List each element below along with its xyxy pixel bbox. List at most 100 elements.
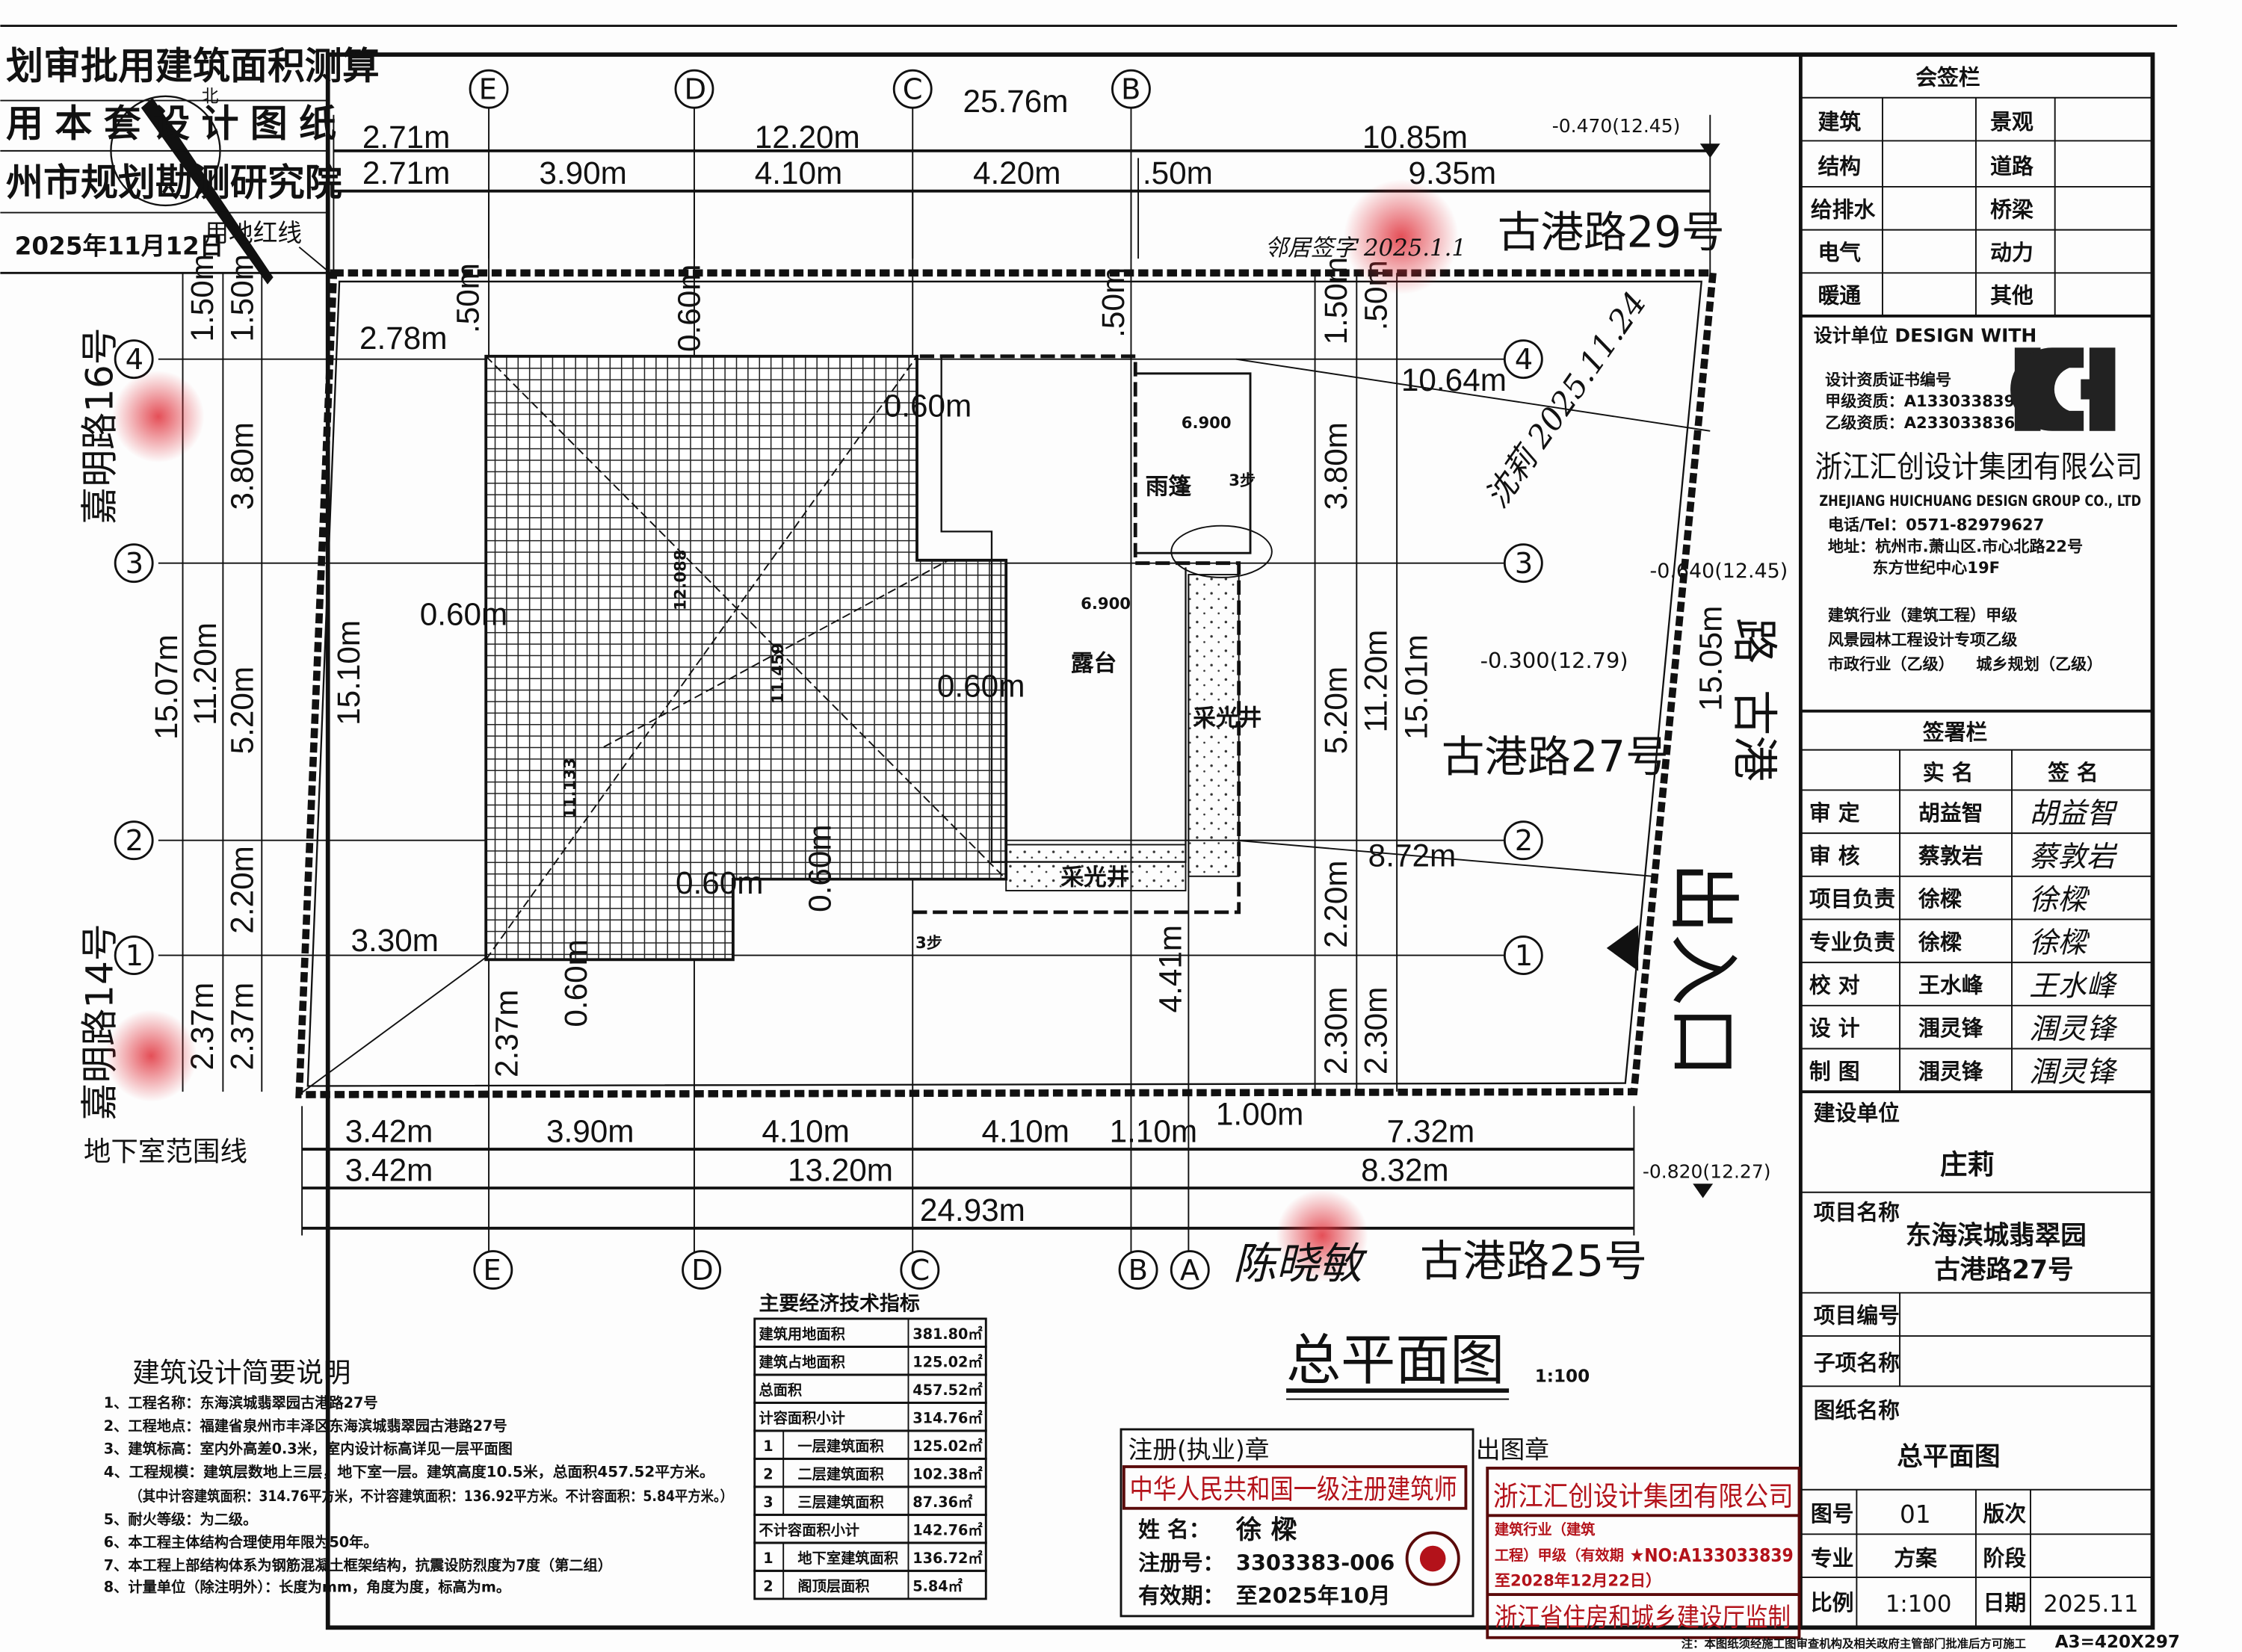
- dim-label: 8.72m: [1368, 838, 1457, 873]
- note-item: （其中计容建筑面积：314.76平方米，不计容建筑面积：136.92平方米。不计…: [129, 1488, 732, 1505]
- elevation-mark: -0.820(12.27): [1643, 1161, 1771, 1183]
- signoff-row: 项目负责徐樑徐樑: [1809, 883, 2090, 917]
- countersign-discipline: 动力: [1990, 240, 2033, 265]
- axis-label: 1: [126, 939, 143, 973]
- road-label: 古港: [1728, 690, 1782, 782]
- dim-label: .50m: [1143, 155, 1213, 191]
- road-label: 路: [1728, 618, 1782, 664]
- bottom-dimensions: [301, 1106, 1635, 1236]
- dim-label: 7.32m: [1387, 1113, 1475, 1148]
- elevation-triangle-icon: [1693, 1184, 1714, 1198]
- handwritten-signature: 徐樑: [2029, 883, 2090, 917]
- indicator-value: 136.72㎡: [912, 1550, 983, 1567]
- countersign-discipline: 结构: [1818, 154, 1861, 179]
- axis-label: E: [479, 73, 497, 107]
- countersign-discipline: 其他: [1990, 283, 2033, 309]
- axis-label: B: [1121, 73, 1140, 107]
- dim-label: 3.80m: [225, 422, 260, 510]
- dim-label: 11.20m: [1359, 630, 1394, 733]
- discipline-label: 专业: [1811, 1546, 1854, 1571]
- signoff-table: [1800, 709, 2153, 1092]
- basement-line-label: 地下室范围线: [84, 1135, 247, 1167]
- indicator-no: 1: [763, 1550, 773, 1567]
- entrance-label: 出入口: [1661, 862, 1745, 1077]
- dim-label: 2.30m: [1359, 987, 1394, 1075]
- dim-label: 2.78m: [359, 321, 448, 356]
- project-name-2: 古港路27号: [1934, 1255, 2074, 1285]
- axis-bubbles-side: 4 3 2 1 4 3 2 1: [114, 339, 1543, 975]
- company-logo-icon: [2010, 347, 2116, 431]
- date: 2025.11: [2043, 1591, 2138, 1618]
- handwritten-signature: 陈晓敏: [1233, 1238, 1368, 1289]
- stamp-text: 工程）甲级（有效期: [1495, 1547, 1624, 1564]
- countersign-discipline: 道路: [1990, 154, 2033, 179]
- dim-label: 5.20m: [1318, 666, 1353, 755]
- project-info: [1800, 1090, 2153, 1628]
- dim-label: 12.088: [670, 550, 689, 611]
- dim-label: 1.10m: [1110, 1113, 1198, 1148]
- cert-grade-a: 甲级资质：A133033839: [1825, 392, 2015, 410]
- dim-label: 1.50m: [185, 254, 220, 342]
- dim-label: 10.64m: [1401, 362, 1507, 397]
- indicator-value: 142.76㎡: [912, 1521, 983, 1538]
- dim-label: 2.37m: [225, 983, 260, 1071]
- registration-stamp: 注册(执业)章 中华人民共和国一级注册建筑师 姓 名： 徐 樑 注册号： 330…: [1120, 1428, 1474, 1618]
- dim-label: .50m: [451, 263, 486, 333]
- axis-label: D: [691, 1254, 714, 1287]
- dim-label: 0.60m: [420, 596, 508, 631]
- dim-label: 1.00m: [1216, 1096, 1304, 1131]
- dim-label: 2.71m: [362, 155, 451, 191]
- cert-title: 设计资质证书编号: [1825, 370, 1951, 389]
- axis-label: D: [685, 73, 707, 107]
- countersign-discipline: 电气: [1818, 240, 1861, 265]
- handwritten-signature: 胡益智: [2029, 797, 2118, 831]
- note-item: 4、工程规模：建筑层数地上三层，地下室一层。建筑高度10.5米，总面积457.5…: [104, 1463, 714, 1480]
- indicator-value: 87.36㎡: [912, 1494, 973, 1511]
- signoff-role: 设 计: [1809, 1015, 1860, 1041]
- countersign-table: [1800, 96, 2153, 318]
- steps-label: 3步: [1229, 471, 1256, 489]
- project-name: 东海滨城翡翠园: [1906, 1221, 2087, 1251]
- drawing-scale: 1:100: [1535, 1367, 1590, 1387]
- left-dimensions: 1.50m 1.50m 3.80m 15.07m 11.20m 5.20m 2.…: [78, 254, 366, 1121]
- issue-stamp: 出图章 浙江汇创设计集团有限公司 建筑行业（建筑 工程）甲级（有效期 ★NO:A…: [1476, 1435, 1801, 1639]
- dim-label: 15.01m: [1399, 634, 1434, 740]
- neighbor-west-bottom: 嘉明路14号: [78, 924, 121, 1120]
- countersign-discipline: 桥梁: [1990, 197, 2033, 222]
- lightwell-label: 采光井: [1193, 705, 1261, 731]
- axis-label: 2: [126, 824, 143, 858]
- axis-label: E: [483, 1254, 501, 1287]
- revision-label: 版次: [1983, 1501, 2027, 1526]
- axis-label: 4: [1515, 343, 1533, 377]
- stamp-company: 浙江汇创设计集团有限公司: [1493, 1480, 1794, 1512]
- dim-label: 4.20m: [973, 155, 1061, 191]
- indicators-title: 主要经济技术指标: [759, 1291, 920, 1315]
- dim-label: 4.10m: [982, 1113, 1070, 1148]
- dim-label: 3.90m: [546, 1113, 634, 1148]
- signoff-role: 制 图: [1809, 1059, 1860, 1084]
- note-item: 2、工程地点：福建省泉州市丰泽区东海滨城翡翠园古港路27号: [104, 1417, 507, 1435]
- signoff-name: 涠灵锋: [1918, 1015, 1984, 1041]
- entrance-arrow-icon: [1606, 925, 1639, 971]
- dim-label: 3.90m: [539, 155, 627, 191]
- project-label: 项目名称: [1814, 1199, 1900, 1225]
- lightwell-label: 采光井: [1060, 864, 1129, 891]
- neighbor-north: 古港路29号: [1498, 207, 1725, 258]
- date-label: 日期: [1983, 1590, 2027, 1615]
- signoff-row: 专业负责徐樑徐樑: [1809, 926, 2090, 960]
- dim-label: 15.07m: [149, 634, 184, 740]
- approval-stamp: 划审批用建筑面积测算 用本套设计图纸 州市规划勘测研究院 2025年11月12日: [0, 45, 380, 260]
- signoff-row: 审 定胡益智胡益智: [1809, 797, 2118, 831]
- indicator-value: 125.02㎡: [912, 1438, 983, 1455]
- signoff-title: 签署栏: [1923, 720, 1988, 745]
- dim-label: 10.85m: [1362, 120, 1468, 155]
- indicator-label: 三层建筑面积: [797, 1494, 883, 1511]
- company-address: 地址：杭州市.萧山区.市心北路22号: [1828, 536, 2083, 555]
- dim-label: 3.42m: [345, 1113, 433, 1148]
- valid-label: 有效期：: [1138, 1583, 1224, 1609]
- cert-grade-b: 乙级资质：A233033836: [1825, 413, 2015, 432]
- axis-label: C: [910, 1254, 930, 1287]
